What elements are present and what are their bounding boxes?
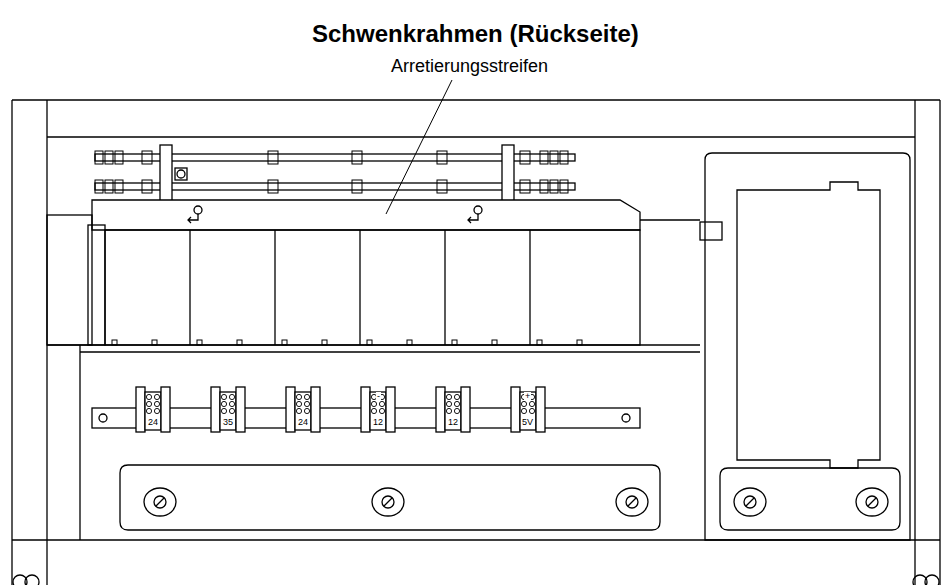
- terminal-screw: [454, 408, 459, 413]
- terminal-screw: [296, 408, 301, 413]
- terminal-screw: [146, 408, 151, 413]
- terminal-screw: [154, 394, 159, 399]
- terminal-screw: [446, 394, 451, 399]
- terminal-screw: [229, 394, 234, 399]
- terminal-screw: [296, 401, 301, 406]
- voltage-label: 24: [147, 418, 159, 427]
- terminal-screw: [304, 408, 309, 413]
- terminal-screw: [154, 408, 159, 413]
- polarity-mark: -: [376, 392, 381, 401]
- terminal-screw: [521, 401, 526, 406]
- part-label: Arretierungsstreifen: [391, 57, 548, 75]
- terminal-screw: [229, 408, 234, 413]
- terminal-screw: [221, 408, 226, 413]
- voltage-label: 12: [372, 418, 384, 427]
- terminal-screw: [146, 394, 151, 399]
- voltage-label: 12: [447, 418, 459, 427]
- terminal-screw: [296, 394, 301, 399]
- terminal-screw: [371, 401, 376, 406]
- terminal-screw: [529, 408, 534, 413]
- diagram-title: Schwenkrahmen (Rückseite): [312, 22, 639, 46]
- terminal-screw: [371, 408, 376, 413]
- voltage-label: 5V: [521, 418, 534, 427]
- terminal-screw: [221, 401, 226, 406]
- polarity-mark: +: [524, 392, 531, 401]
- terminal-screw: [446, 408, 451, 413]
- terminal-screw: [221, 394, 226, 399]
- voltage-label: 24: [297, 418, 309, 427]
- terminal-screw: [154, 401, 159, 406]
- terminal-screw: [521, 408, 526, 413]
- terminal-screw: [379, 408, 384, 413]
- terminal-screw: [146, 401, 151, 406]
- terminal-screw: [529, 401, 534, 406]
- voltage-label: 35: [222, 418, 234, 427]
- terminal-screw: [446, 401, 451, 406]
- terminal-screw: [304, 394, 309, 399]
- terminal-screw: [304, 401, 309, 406]
- terminal-screw: [454, 394, 459, 399]
- terminal-screw: [229, 401, 234, 406]
- terminal-screw: [454, 401, 459, 406]
- terminal-screw: [379, 401, 384, 406]
